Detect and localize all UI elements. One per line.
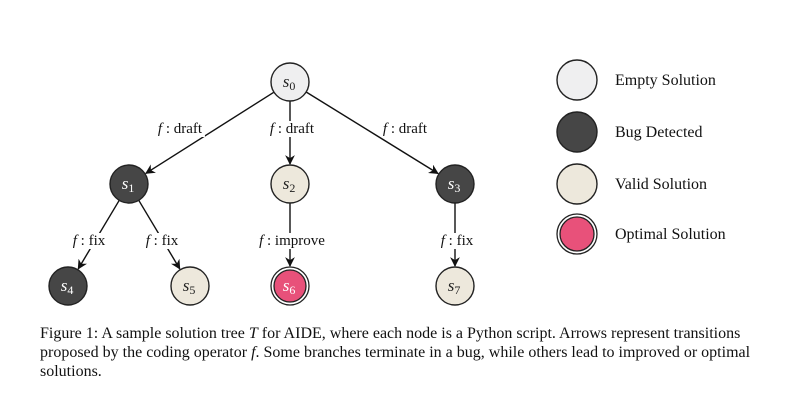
node-circle xyxy=(556,163,598,205)
caption-prefix: Figure 1: A sample solution tree xyxy=(40,325,249,342)
node-label: s7 xyxy=(448,276,461,297)
legend-item-valid: Valid Solution xyxy=(556,163,707,205)
edge-label: f : fix xyxy=(73,233,106,249)
edge-s1-s4: f : fix xyxy=(70,199,120,270)
edge-arrow xyxy=(145,91,275,174)
node-label: s0 xyxy=(283,72,296,93)
edge-label: f : draft xyxy=(158,121,203,137)
node-s0: s0 xyxy=(270,62,310,102)
legend-item-optimal: Optimal Solution xyxy=(556,213,726,255)
node-s1: s1 xyxy=(109,164,149,204)
node-circle xyxy=(270,62,310,102)
edge-label-bg xyxy=(143,233,181,249)
edge-s0-s3: f : draft xyxy=(305,91,439,175)
edge-action: : improve xyxy=(263,233,325,249)
operator-symbol: f xyxy=(146,233,152,249)
legend-swatch xyxy=(556,163,598,205)
node-s7: s7 xyxy=(435,266,475,306)
edge-label-bg xyxy=(438,233,476,249)
legend-item-bug: Bug Detected xyxy=(556,111,703,153)
caption-symbol-tree: T xyxy=(248,325,258,342)
legend-swatch xyxy=(556,213,598,255)
edge-label-bg xyxy=(70,233,108,249)
legend-swatch xyxy=(556,59,598,101)
node-circle xyxy=(556,111,598,153)
legend-label: Empty Solution xyxy=(615,72,716,89)
edge-action: : draft xyxy=(274,121,315,137)
node-label: s1 xyxy=(122,174,135,195)
node-circle xyxy=(170,266,210,306)
edge-s2-s6: f : improve xyxy=(257,203,328,267)
edge-label: f : draft xyxy=(383,121,428,137)
operator-symbol: f xyxy=(259,233,265,249)
edge-action: : draft xyxy=(387,121,428,137)
node-label: s4 xyxy=(61,276,74,297)
node-s4: s4 xyxy=(48,266,88,306)
node-circle xyxy=(48,266,88,306)
node-circle xyxy=(270,164,310,204)
operator-symbol: f xyxy=(383,121,389,137)
edge-action: : draft xyxy=(162,121,203,137)
edge-arrow xyxy=(305,91,439,175)
legend-label: Bug Detected xyxy=(615,124,703,141)
operator-symbol: f xyxy=(270,121,276,137)
node-circle xyxy=(273,269,307,303)
operator-symbol: f xyxy=(441,233,447,249)
node-s5: s5 xyxy=(170,266,210,306)
edge-label: f : fix xyxy=(146,233,179,249)
node-label: s3 xyxy=(448,174,461,195)
node-s6: s6 xyxy=(270,266,310,306)
nodes: s0 s1 s2 s3 s4 s5 s6 s7 xyxy=(48,62,475,306)
edge-label-bg xyxy=(257,233,328,249)
node-label: s5 xyxy=(183,276,196,297)
node-label: s2 xyxy=(283,174,296,195)
edge-s0-s2: f : draft xyxy=(267,101,317,165)
node-s3: s3 xyxy=(435,164,475,204)
edge-label: f : improve xyxy=(259,233,325,249)
edge-action: : fix xyxy=(77,233,106,249)
edge-label-bg xyxy=(155,121,205,137)
node-circle xyxy=(435,266,475,306)
edge-s0-s1: f : draft xyxy=(145,91,275,174)
edge-label-bg xyxy=(380,121,430,137)
edge-label: f : draft xyxy=(270,121,315,137)
node-circle xyxy=(109,164,149,204)
edge-action: : fix xyxy=(150,233,179,249)
caption-suffix: . Some branches terminate in a bug, whil… xyxy=(40,344,751,380)
figure-caption: Figure 1: A sample solution tree T for A… xyxy=(40,324,780,381)
edge-s1-s5: f : fix xyxy=(138,199,181,270)
legend-swatch xyxy=(556,111,598,153)
edge-label: f : fix xyxy=(441,233,474,249)
node-label: s6 xyxy=(283,276,296,297)
edge-action: : fix xyxy=(445,233,474,249)
edge-s3-s7: f : fix xyxy=(438,203,476,267)
operator-symbol: f xyxy=(158,121,164,137)
edge-label-bg xyxy=(267,121,317,137)
operator-symbol: f xyxy=(73,233,79,249)
legend-label: Optimal Solution xyxy=(615,226,726,243)
node-circle xyxy=(435,164,475,204)
legend-item-empty: Empty Solution xyxy=(556,59,716,101)
legend-label: Valid Solution xyxy=(615,176,707,193)
node-circle xyxy=(559,216,595,252)
node-circle xyxy=(556,59,598,101)
caption-symbol-operator: f xyxy=(251,344,256,361)
caption-middle: for AIDE, where each node is a Python sc… xyxy=(40,325,741,361)
node-s2: s2 xyxy=(270,164,310,204)
